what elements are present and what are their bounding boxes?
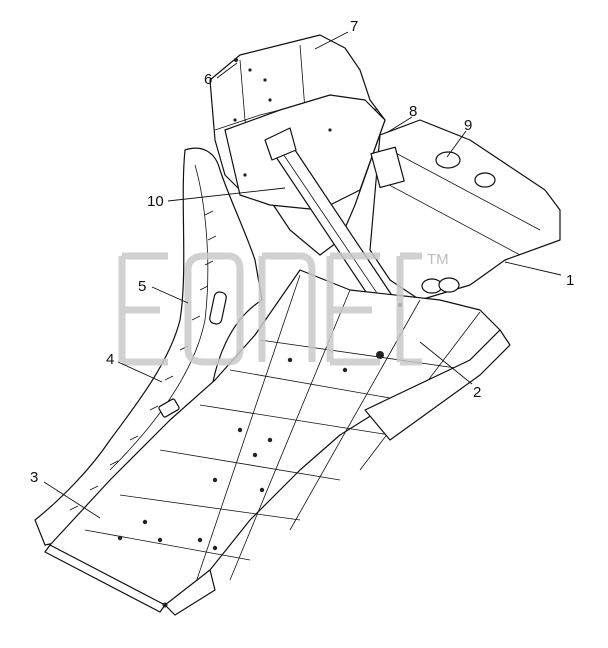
callout-5: 5 (138, 278, 146, 295)
callout-4: 4 (106, 351, 114, 368)
leader-line-10 (167, 187, 286, 202)
callout-2: 2 (473, 384, 481, 401)
trademark-mark: TM (427, 251, 449, 268)
callout-6: 6 (204, 71, 212, 88)
watermark-logo: TM (118, 251, 449, 366)
floor-frame (44, 269, 511, 616)
callout-1: 1 (566, 272, 574, 289)
leader-line-4 (117, 361, 163, 383)
leader-line-2 (419, 341, 473, 385)
rear-wall (209, 34, 386, 256)
side-panel-handle (209, 291, 227, 325)
leader-line-1 (504, 261, 562, 276)
leader-line-8 (387, 116, 413, 133)
callout-7: 7 (350, 18, 358, 35)
callout-8: 8 (409, 103, 417, 120)
leader-line-3 (43, 481, 101, 519)
callout-3: 3 (30, 469, 38, 486)
leader-lines (43, 31, 562, 519)
side-panel-slots (69, 210, 217, 511)
callouts: 1 2 3 4 5 6 7 8 9 10 (30, 18, 574, 486)
leader-line-5 (151, 286, 189, 304)
leader-line-9 (446, 130, 467, 158)
callout-9: 9 (464, 117, 472, 134)
leader-line-6 (216, 62, 238, 79)
callout-10: 10 (147, 193, 164, 210)
leader-line-7 (314, 31, 349, 50)
